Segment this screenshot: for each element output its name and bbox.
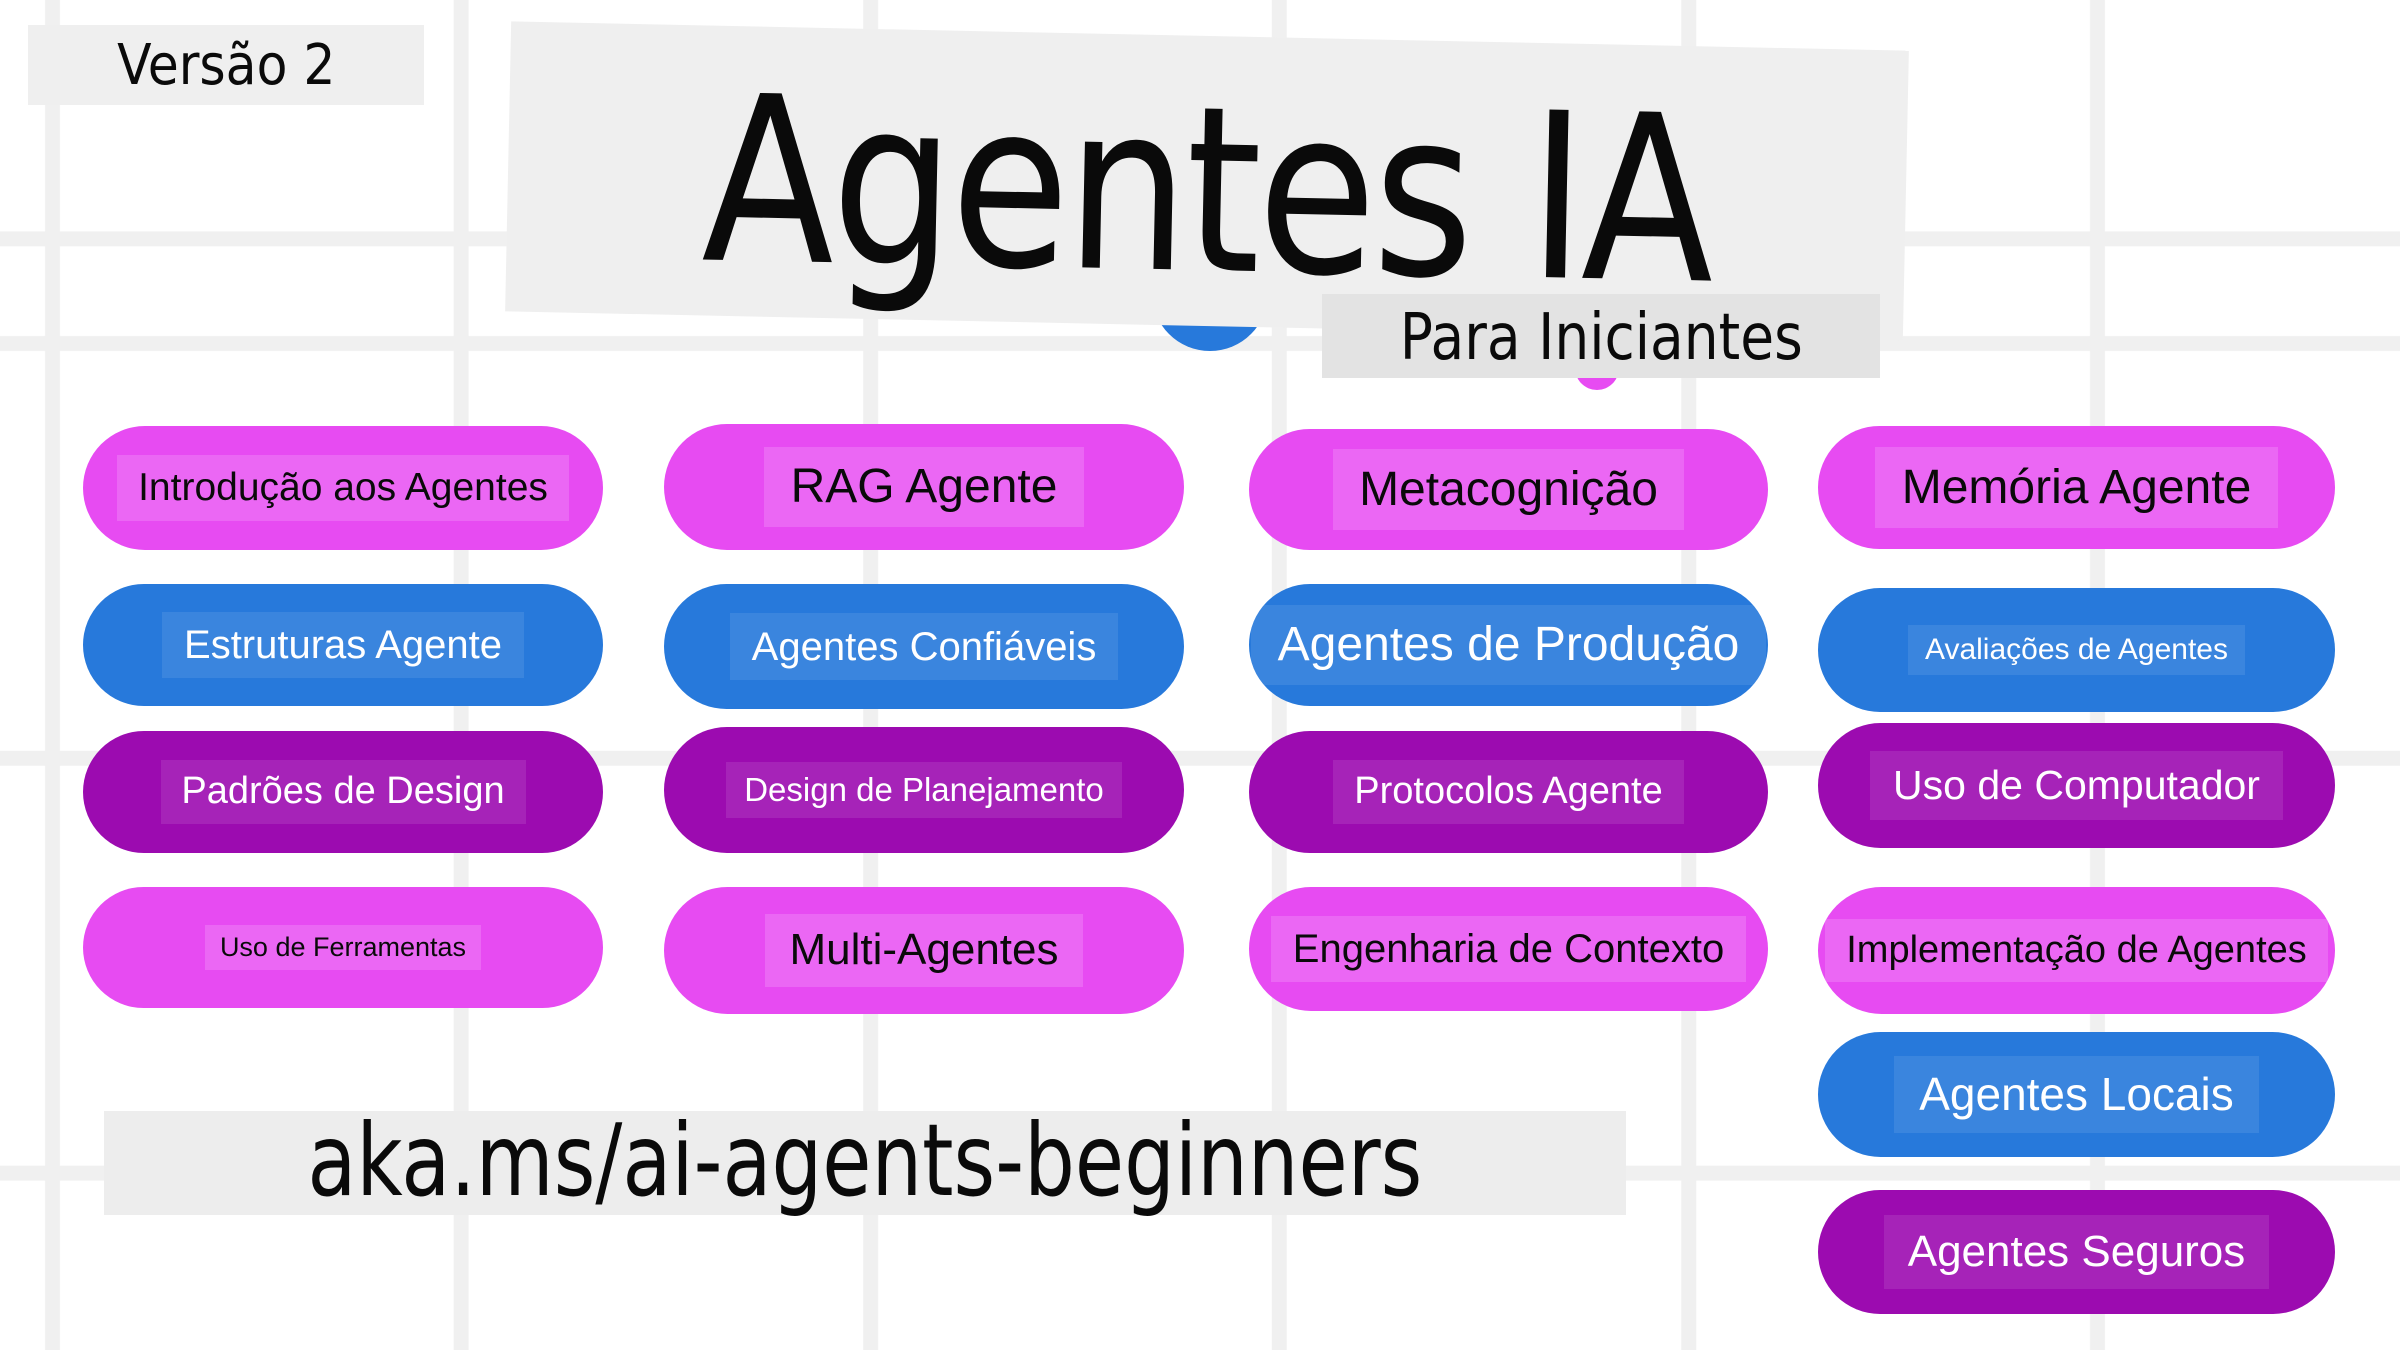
pill-label: Uso de Computador <box>1870 751 2283 820</box>
pill-protocolos-agente[interactable]: Protocolos Agente <box>1249 731 1768 853</box>
pill-rag-agente[interactable]: RAG Agente <box>664 424 1184 550</box>
pill-agentes-confiaveis[interactable]: Agentes Confiáveis <box>664 584 1184 709</box>
pill-padroes-de-design[interactable]: Padrões de Design <box>83 731 603 853</box>
version-badge: Versão 2 <box>28 25 424 105</box>
pill-label: RAG Agente <box>764 446 1084 528</box>
pill-label: Introdução aos Agentes <box>116 455 570 521</box>
pill-avaliacoes-de-agentes[interactable]: Avaliações de Agentes <box>1818 588 2335 712</box>
pill-agentes-seguros[interactable]: Agentes Seguros <box>1818 1190 2335 1314</box>
pill-label: Agentes Confiáveis <box>729 613 1119 680</box>
pill-memoria-agente[interactable]: Memória Agente <box>1818 426 2335 549</box>
title-panel: Agentes IA <box>505 21 1909 341</box>
version-badge-label: Versão 2 <box>116 32 336 98</box>
pill-label: Uso de Ferramentas <box>205 924 481 971</box>
course-url-link[interactable]: aka.ms/ai-agents-beginners <box>307 1101 1423 1219</box>
pill-estruturas-agente[interactable]: Estruturas Agente <box>83 584 603 706</box>
pill-label: Multi-Agentes <box>765 913 1083 988</box>
pill-label: Design de Planejamento <box>726 762 1122 818</box>
pill-label: Padrões de Design <box>160 760 526 824</box>
pill-metacognicao[interactable]: Metacognição <box>1249 429 1768 550</box>
pill-uso-de-computador[interactable]: Uso de Computador <box>1818 723 2335 848</box>
pill-agentes-locais[interactable]: Agentes Locais <box>1818 1032 2335 1157</box>
page-subtitle: Para Iniciantes <box>1399 301 1803 375</box>
pill-agentes-de-producao[interactable]: Agentes de Produção <box>1249 584 1768 706</box>
pill-label: Metacognição <box>1332 449 1685 530</box>
pill-label: Protocolos Agente <box>1333 760 1684 824</box>
course-url-panel: aka.ms/ai-agents-beginners <box>104 1102 1626 1219</box>
pill-implementacao-de-agentes[interactable]: Implementação de Agentes <box>1818 887 2335 1014</box>
pill-design-de-planejamento[interactable]: Design de Planejamento <box>664 727 1184 853</box>
page-title: Agentes IA <box>699 47 1714 336</box>
pill-multi-agentes[interactable]: Multi-Agentes <box>664 887 1184 1014</box>
pill-label: Memória Agente <box>1875 447 2278 528</box>
pill-label: Implementação de Agentes <box>1825 918 2328 983</box>
pill-engenharia-de-contexto[interactable]: Engenharia de Contexto <box>1249 887 1768 1011</box>
pill-label: Estruturas Agente <box>162 611 524 679</box>
pill-label: Agentes Locais <box>1893 1056 2260 1133</box>
pill-label: Agentes de Produção <box>1251 604 1766 686</box>
subtitle-panel: Para Iniciantes <box>1322 294 1880 378</box>
pill-label: Engenharia de Contexto <box>1270 915 1747 983</box>
pill-label: Agentes Seguros <box>1883 1215 2270 1289</box>
pill-label: Avaliações de Agentes <box>1908 624 2245 676</box>
pill-introducao-aos-agentes[interactable]: Introdução aos Agentes <box>83 426 603 550</box>
pill-uso-de-ferramentas[interactable]: Uso de Ferramentas <box>83 887 603 1008</box>
